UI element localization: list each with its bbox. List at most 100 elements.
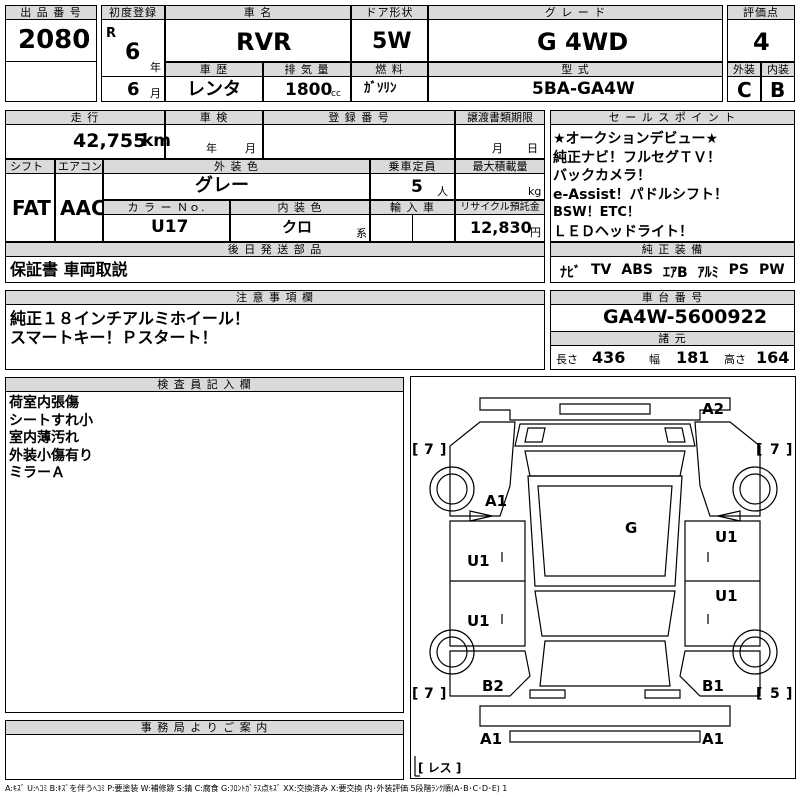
notes-line: スマートキー！Ｐスタート！ xyxy=(10,328,218,347)
damage-mark-g: G xyxy=(625,519,637,537)
right-doors-shape xyxy=(684,520,761,647)
recycle-fee-label: リサイクル預託金 xyxy=(455,200,545,215)
inspection-box xyxy=(165,124,263,159)
later-parts-value: 保証書 車両取説 xyxy=(10,260,128,279)
tire-bracket-open: [ xyxy=(756,686,762,702)
max-load-box xyxy=(455,173,545,200)
history-box xyxy=(165,76,263,102)
mileage-unit: km xyxy=(142,131,172,151)
sales-point-line: ＬＥＤヘッドライト！ xyxy=(553,223,693,240)
equipment-box xyxy=(550,256,795,283)
exterior-color-label: 外 装 色 xyxy=(103,159,370,174)
exterior-color-box xyxy=(103,173,370,200)
model-label: 型 式 xyxy=(428,62,723,77)
exterior-grade: C xyxy=(737,78,752,102)
tire-bracket-open: [ xyxy=(412,442,418,458)
transfer-deadline-label: 譲渡書類期限 xyxy=(455,110,545,125)
chassis-number: GA4W-5600922 xyxy=(603,306,768,328)
color-no-value: U17 xyxy=(151,217,189,237)
wheel-front-right-shape xyxy=(732,466,778,512)
equipment-abs: ABS xyxy=(621,262,653,278)
car-name-label: 車 名 xyxy=(165,5,351,20)
left-doors-shape xyxy=(449,520,526,647)
rear-bumper-lower-shape xyxy=(509,730,701,743)
capacity-label: 乗車定員 xyxy=(370,159,455,174)
score-box xyxy=(727,19,795,62)
interior-grade: B xyxy=(770,78,786,102)
plate-box xyxy=(263,124,455,159)
sales-point-line: e-Assist！パドルシフト！ xyxy=(553,186,729,203)
interior-label: 内装 xyxy=(761,62,795,77)
equipment-ps: PS xyxy=(728,262,749,278)
headlight-right-shape xyxy=(664,427,686,443)
damage-mark-a1-bottom-left: A1 xyxy=(480,730,502,748)
displacement-value: 1800 xyxy=(285,80,333,100)
score-label: 評価点 xyxy=(727,5,795,20)
length-value: 436 xyxy=(592,348,626,367)
damage-mark-b2: B2 xyxy=(482,677,504,695)
displacement-label: 排 気 量 xyxy=(263,62,351,77)
equipment-pw: PW xyxy=(759,262,785,278)
tire-front-right: 7 xyxy=(770,442,780,458)
shift-label: シフト xyxy=(5,159,55,174)
inspector-line: 室内薄汚れ xyxy=(9,430,79,446)
equipment-navi: ﾅﾋﾞ xyxy=(560,265,581,281)
equipment-tv: TV xyxy=(591,262,612,278)
inspector-line: シートすれ小 xyxy=(9,412,93,429)
grade-value: G 4WD xyxy=(537,28,629,56)
inspection-month-unit: 月 xyxy=(245,142,256,155)
inspector-line: 荷室内張傷 xyxy=(9,395,79,411)
lot-number-label: 出 品 番 号 xyxy=(5,5,97,20)
history-value: レンタ xyxy=(187,79,241,100)
interior-color-value: クロ xyxy=(282,218,313,236)
fuel-box xyxy=(351,76,428,102)
color-no-box xyxy=(103,214,230,242)
interior-color-box xyxy=(230,214,370,242)
mileage-value: 42,755 xyxy=(73,130,147,152)
wheel-rear-right-shape xyxy=(732,629,778,675)
exterior-label: 外装 xyxy=(727,62,761,77)
inspector-box xyxy=(5,391,404,713)
roof-inner-shape xyxy=(537,485,673,577)
equipment-airbag: ｴｱB xyxy=(662,265,688,281)
score-value: 4 xyxy=(753,28,770,56)
damage-mark-a1-left: A1 xyxy=(485,492,507,510)
ac-label: エアコン xyxy=(55,159,103,174)
transfer-deadline-box xyxy=(455,124,545,159)
sales-points-list: ★オークションデビュー★ 純正ナビ！フルセグＴＶ！ バックカメラ！ e-Assi… xyxy=(553,130,793,241)
interior-color-label: 内 装 色 xyxy=(230,200,370,215)
inspector-notes: 荷室内張傷 シートすれ小 室内薄汚れ 外装小傷有り ミラーＡ xyxy=(9,395,93,483)
spare-bracket-shape xyxy=(414,756,420,777)
equipment-label: 純 正 装 備 xyxy=(550,242,795,257)
grade-label: グ レ ー ド xyxy=(428,5,723,20)
max-load-unit: kg xyxy=(528,185,542,198)
grade-box xyxy=(428,19,723,62)
height-label: 高さ xyxy=(724,353,746,366)
model-box xyxy=(428,76,723,102)
inspection-year-unit: 年 xyxy=(206,142,217,155)
diagram-frame xyxy=(410,376,796,779)
damage-mark-u1-left-top: U1 xyxy=(467,552,490,570)
notes-label: 注 意 事 項 欄 xyxy=(5,290,545,305)
year-unit: 年 xyxy=(150,61,161,74)
inspector-line: ミラーＡ xyxy=(9,465,65,481)
office-label: 事 務 局 よ り ご 案 内 xyxy=(5,720,404,735)
ac-value: AAC xyxy=(60,196,106,220)
headlight-left-shape xyxy=(524,427,546,443)
recycle-fee-value: 12,830 xyxy=(470,218,532,237)
sales-point-line: ★オークションデビュー★ xyxy=(553,131,719,147)
door-value: 5W xyxy=(372,29,412,54)
mirror-left-shape xyxy=(469,510,493,522)
import-divider xyxy=(412,214,413,242)
sales-points-label: セ ー ル ス ポ イ ン ト xyxy=(550,110,795,125)
lot-number: 2080 xyxy=(18,25,91,55)
width-label: 幅 xyxy=(649,353,660,366)
equipment-list: ﾅﾋﾞ TV ABS ｴｱB ｱﾙﾐ PS PW xyxy=(560,262,785,282)
damage-mark-u1-right-bottom: U1 xyxy=(715,587,738,605)
interior-box xyxy=(761,76,795,102)
mileage-label: 走 行 xyxy=(5,110,165,125)
inspection-label: 車 検 xyxy=(165,110,263,125)
tire-rear-left: 7 xyxy=(424,686,434,702)
lot-divider xyxy=(5,61,97,62)
model-value: 5BA-GA4W xyxy=(532,79,635,99)
